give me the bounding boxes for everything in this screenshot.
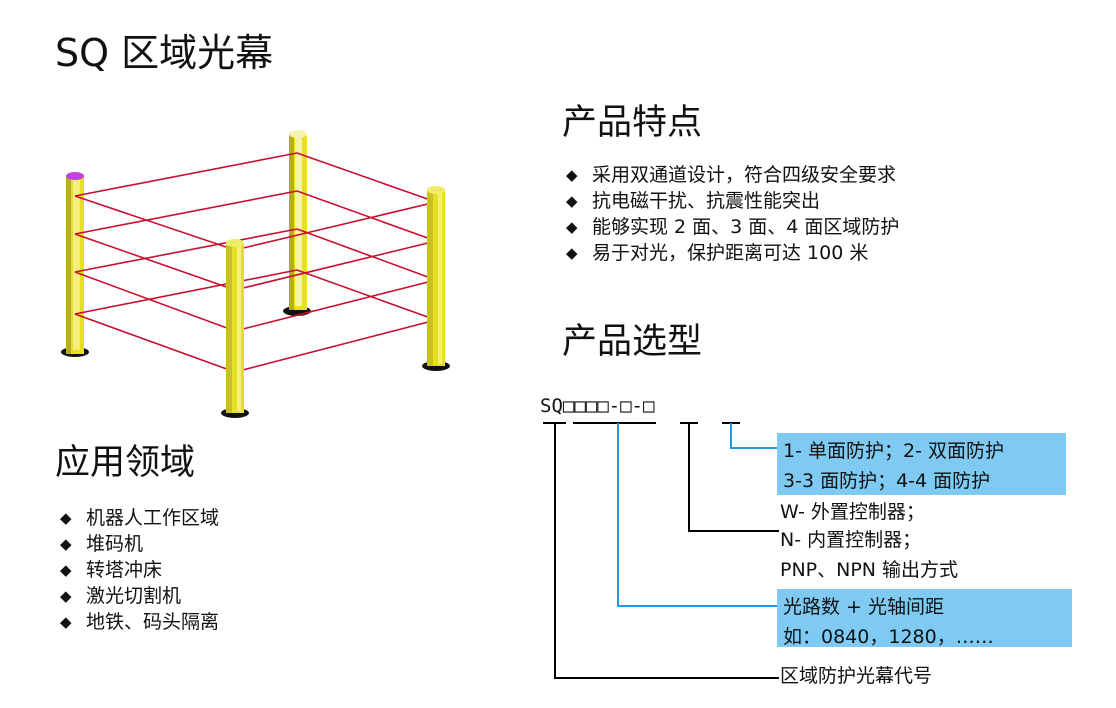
diamond-bullet-icon: ◆ (566, 244, 578, 262)
list-item: ◆机器人工作区域 (60, 507, 220, 529)
sides-option-box: 1- 单面防护；2- 双面防护 3-3 面防护；4-4 面防护 (777, 433, 1066, 495)
list-item: ◆能够实现 2 面、3 面、4 面区域防护 (566, 216, 900, 238)
model-code-template: SQ□□□□-□-□ (540, 395, 655, 417)
sides-option-line: 3-3 面防护；4-4 面防护 (783, 470, 991, 492)
list-item: ◆激光切割机 (60, 585, 182, 607)
beams-option-line: 光路数 + 光轴间距 (783, 596, 944, 618)
list-item: ◆地铁、码头隔离 (60, 611, 220, 633)
applications-list: ◆机器人工作区域 ◆堆码机 ◆转塔冲床 ◆激光切割机 ◆地铁、码头隔离 (60, 505, 219, 635)
list-item: ◆易于对光，保护距离可达 100 米 (566, 242, 869, 264)
list-item: ◆抗电磁干扰、抗震性能突出 (566, 190, 821, 212)
features-heading: 产品特点 (562, 103, 703, 143)
controller-option-n: N- 内置控制器； (780, 529, 922, 551)
post-back-middle (289, 130, 307, 310)
page-title: SQ 区域光幕 (55, 31, 274, 75)
connector-model-code (554, 423, 779, 679)
laser-beams (74, 152, 437, 373)
connector-controller (688, 423, 779, 532)
applications-heading: 应用领域 (55, 443, 196, 483)
diamond-bullet-icon: ◆ (566, 192, 578, 210)
beams-option-line: 如：0840，1280，…… (783, 626, 994, 648)
output-option: PNP、NPN 输出方式 (780, 559, 959, 581)
diamond-bullet-icon: ◆ (566, 218, 578, 236)
connector-sides (730, 423, 779, 449)
beams-option-box: 光路数 + 光轴间距 如：0840，1280，…… (777, 589, 1072, 648)
selection-heading: 产品选型 (562, 322, 703, 362)
sides-option-line: 1- 单面防护；2- 双面防护 (783, 440, 1004, 462)
features-list: ◆采用双通道设计，符合四级安全要求 ◆抗电磁干扰、抗震性能突出 ◆能够实现 2 … (566, 162, 899, 266)
diamond-bullet-icon: ◆ (60, 561, 72, 579)
post-front-right (427, 186, 445, 366)
list-item: ◆堆码机 (60, 533, 144, 555)
list-item: ◆转塔冲床 (60, 559, 163, 581)
post-back-left (66, 172, 84, 354)
list-item: ◆采用双通道设计，符合四级安全要求 (566, 164, 897, 186)
connector-beams (617, 423, 779, 607)
model-code-label: 区域防护光幕代号 (780, 665, 933, 687)
diamond-bullet-icon: ◆ (566, 166, 578, 184)
diamond-bullet-icon: ◆ (60, 587, 72, 605)
diamond-bullet-icon: ◆ (60, 509, 72, 527)
post-front-left (226, 239, 244, 413)
controller-option-w: W- 外置控制器； (780, 501, 925, 523)
diamond-bullet-icon: ◆ (60, 535, 72, 553)
diamond-bullet-icon: ◆ (60, 613, 72, 631)
